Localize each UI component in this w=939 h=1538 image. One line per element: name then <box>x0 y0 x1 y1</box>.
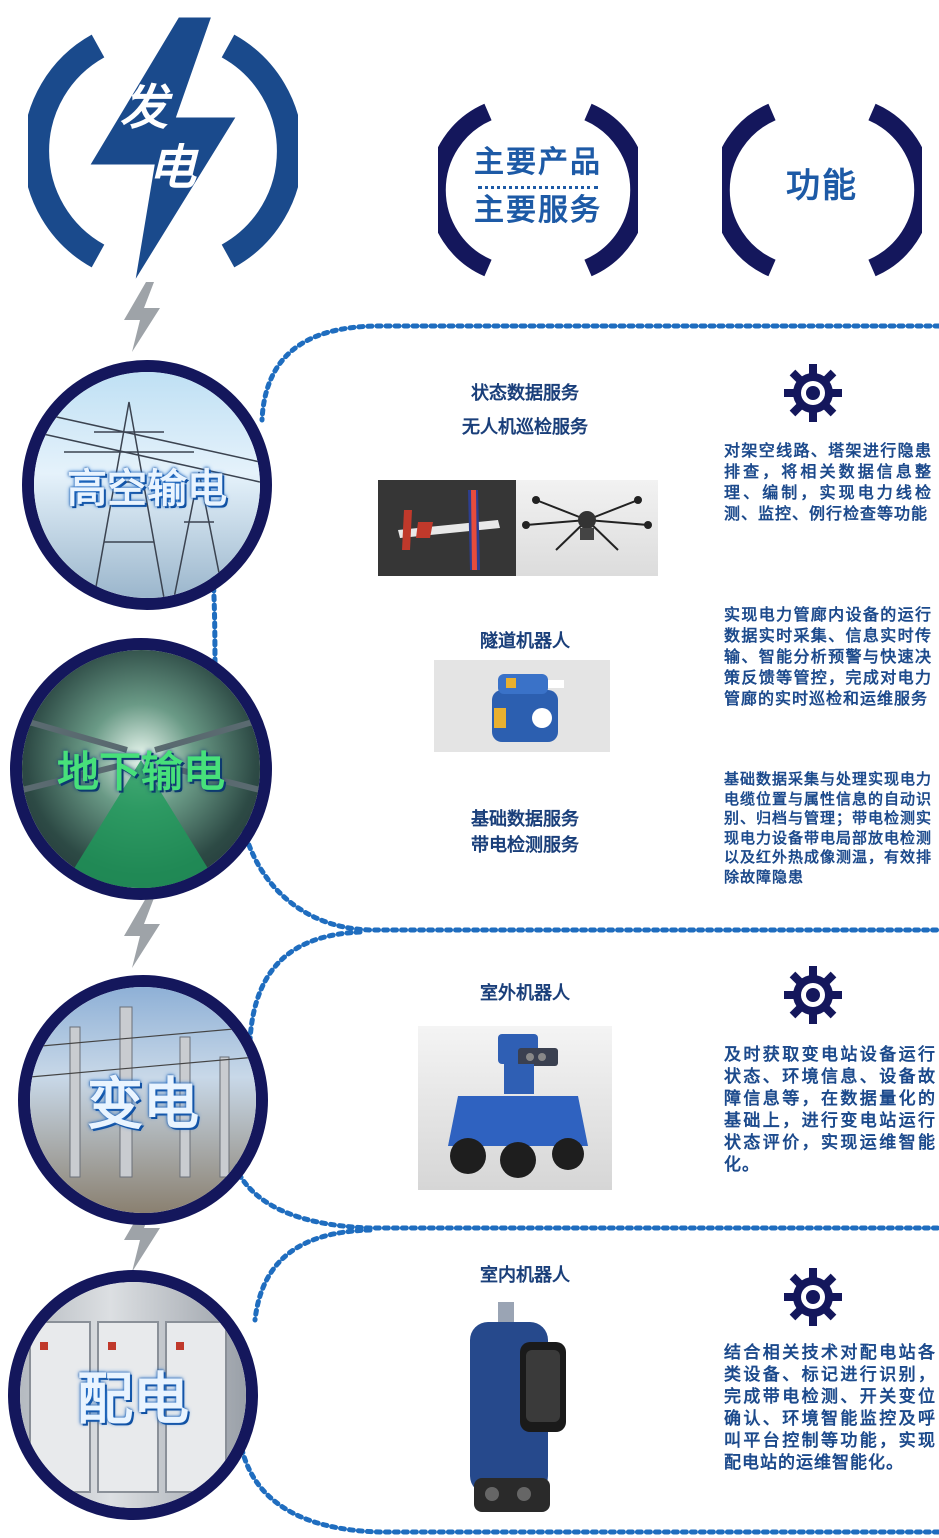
plane-icon <box>398 490 500 570</box>
gear-icon <box>784 364 842 426</box>
function-description: 结合相关技术对配电站各类设备、标记进行识别，完成带电检测、开关变位确认、环境智能… <box>724 1343 936 1474</box>
function-description: 及时获取变电站设备运行状态、环境信息、设备故障信息等，在数据量化的基础上，进行变… <box>724 1045 936 1176</box>
badge-bracket-icon <box>427 103 649 277</box>
category-circle-underground: 地下输电 <box>10 638 272 900</box>
indoor-robot-photo <box>452 1302 576 1516</box>
cabinet-icon <box>29 1321 227 1493</box>
services-label: 主要服务 <box>474 193 602 228</box>
logo-char-2: 电 <box>148 140 197 196</box>
tunnel-icon <box>22 717 260 888</box>
category-circle-substation: 变电 <box>18 975 268 1225</box>
category-label: 高空输电 <box>67 466 227 512</box>
gear-icon <box>784 966 842 1028</box>
insulator-icon <box>30 1006 256 1178</box>
tunnel-photo <box>22 650 260 888</box>
lightning-bolt-icon <box>124 898 160 968</box>
function-description: 实现电力管廊内设备的运行数据实时采集、信息实时传输、智能分析预警与快速决策反馈等… <box>724 605 932 709</box>
tunnel-robot-photo <box>434 660 610 752</box>
multirotor-drone-photo <box>516 480 658 576</box>
service-label: 室外机器人 <box>480 983 570 1004</box>
category-circle-overhead: 高空输电 <box>22 360 272 610</box>
tower-photo <box>34 372 260 598</box>
power-generation-logo: 发 电 <box>23 14 303 287</box>
drone-icon <box>522 496 652 551</box>
service-label: 隧道机器人 <box>480 631 570 652</box>
switchgear-photo <box>20 1282 246 1508</box>
service-label: 室内机器人 <box>480 1265 570 1286</box>
function-description: 对架空线路、塔架进行隐患排查，将相关数据信息整理、编制，实现电力线检测、监控、例… <box>724 441 932 524</box>
function-description: 基础数据采集与处理实现电力电缆位置与属性信息的自动识别、归档与管理；带电检测实现… <box>724 770 933 886</box>
function-badge: 功能 <box>711 100 933 280</box>
products-badge: 主要产品 主要服务 <box>427 100 649 280</box>
category-circle-distribution: 配电 <box>8 1270 258 1520</box>
robot-icon <box>448 1034 588 1178</box>
outdoor-robot-photo <box>418 1026 612 1190</box>
lightning-bolt-icon <box>124 1202 160 1272</box>
category-label: 变电 <box>87 1072 199 1138</box>
divider-curve-3 <box>247 929 363 1043</box>
service-label: 无人机巡检服务 <box>462 417 588 438</box>
divider-curve-5 <box>252 1227 373 1323</box>
category-label: 地下输电 <box>56 747 225 797</box>
products-label: 主要产品 <box>474 145 602 180</box>
function-label: 功能 <box>786 166 858 206</box>
category-label: 配电 <box>77 1367 189 1433</box>
logo-char-1: 发 <box>120 80 169 136</box>
lightning-bolt-icon <box>124 282 160 352</box>
pylon-icon <box>34 401 260 598</box>
fixed-wing-drone-photo <box>378 480 516 576</box>
products-divider <box>478 186 598 189</box>
logo-ring-icon <box>23 14 303 287</box>
robot-icon <box>470 1302 566 1512</box>
service-label: 基础数据服务 <box>471 809 579 830</box>
service-label: 带电检测服务 <box>471 835 579 856</box>
robot-icon <box>492 674 564 742</box>
service-label: 状态数据服务 <box>471 383 579 404</box>
gear-icon <box>784 1268 842 1330</box>
substation-photo <box>30 987 256 1213</box>
